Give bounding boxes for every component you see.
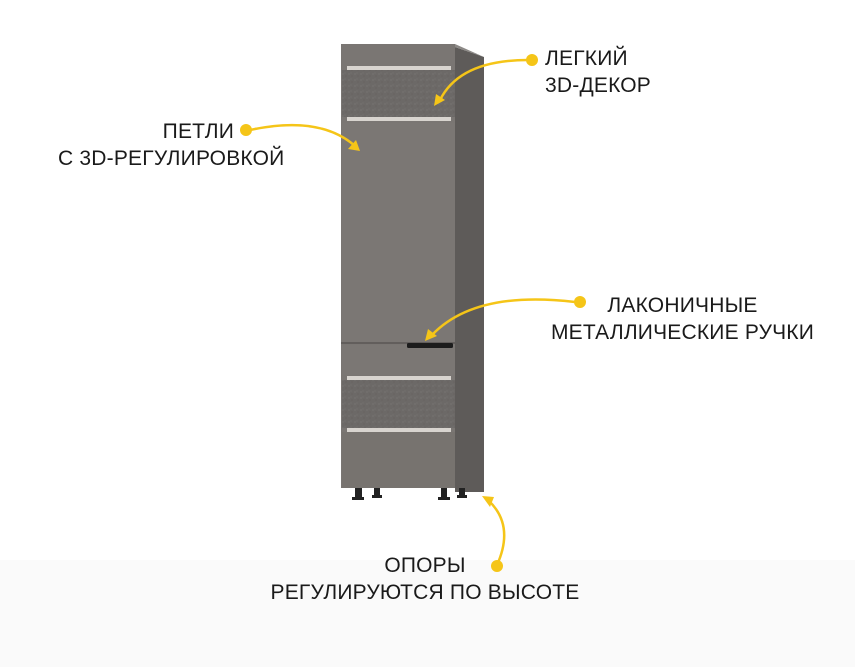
arrow-decor [438, 58, 530, 102]
callout-handles: ЛАКОНИЧНЫЕ МЕТАЛЛИЧЕСКИЕ РУЧКИ [530, 292, 835, 346]
arrow-hinges [248, 123, 357, 148]
dot-decor [526, 54, 538, 66]
decor-panel-bottom [342, 380, 455, 428]
dot-hinges [240, 124, 252, 136]
dot-handles [574, 296, 586, 308]
arrowhead-hinges [348, 140, 360, 151]
cabinet-plinth [342, 432, 455, 488]
arrowhead-handles [425, 329, 437, 341]
callout-legs-line1: ОПОРЫ [384, 554, 466, 577]
lower-door [342, 345, 455, 375]
trim-strip-1 [347, 66, 451, 70]
callout-hinges: ПЕТЛИ [40, 118, 234, 145]
callout-decor-line1: ЛЕГКИЙ [545, 47, 628, 70]
decor-panel-top [342, 70, 455, 117]
arrow-legs [486, 498, 506, 567]
dot-legs [491, 560, 503, 572]
callout-decor: ЛЕГКИЙ 3D-ДЕКОР [545, 45, 651, 99]
arrow-handles [430, 298, 577, 337]
main-door [342, 123, 455, 343]
callout-decor-line2: 3D-ДЕКОР [545, 74, 652, 97]
background-band [0, 560, 855, 667]
callout-hinges-line2: С 3D-РЕГУЛИРОВКОЙ [58, 147, 285, 170]
adjustable-legs [352, 488, 467, 500]
callout-legs-line2: РЕГУЛИРУЮТСЯ ПО ВЫСОТЕ [270, 581, 580, 604]
metal-handle [407, 343, 453, 348]
callout-hinges-sub: С 3D-РЕГУЛИРОВКОЙ [58, 145, 284, 172]
trim-strip-3 [347, 376, 451, 380]
trim-strip-2 [347, 117, 451, 121]
trim-strip-4 [347, 428, 451, 432]
callout-handles-line1: ЛАКОНИЧНЫЕ [607, 294, 758, 317]
callout-hinges-line1: ПЕТЛИ [162, 120, 234, 143]
arrowhead-legs [482, 496, 494, 507]
callout-legs: ОПОРЫ РЕГУЛИРУЮТСЯ ПО ВЫСОТЕ [240, 552, 610, 606]
cabinet-side-panel [455, 47, 484, 492]
arrowhead-decor [434, 94, 445, 106]
callout-handles-line2: МЕТАЛЛИЧЕСКИЕ РУЧКИ [550, 321, 815, 344]
